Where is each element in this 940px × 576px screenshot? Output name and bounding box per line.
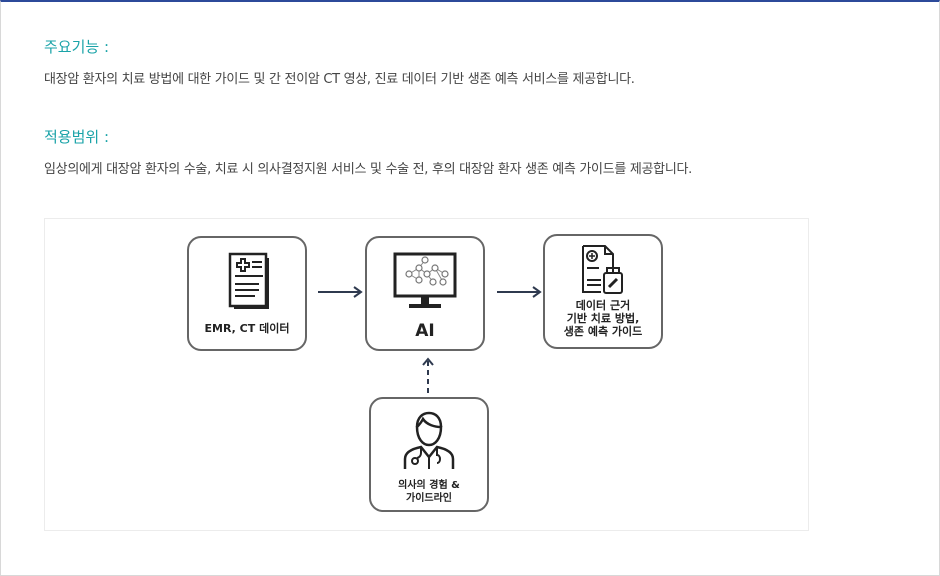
section-text-scope: 임상의에게 대장암 환자의 수술, 치료 시 의사결정지원 서비스 및 수술 전…: [44, 162, 692, 177]
ai-box: AI: [365, 236, 485, 351]
doctor-icon: [403, 411, 455, 469]
dashed-arrow-up-icon: [422, 357, 434, 393]
prescription-medicine-icon: [582, 245, 623, 294]
output-label: 데이터 근거 기반 치료 방법, 생존 예측 가이드: [545, 299, 661, 338]
doctor-label-line1: 의사의 경험 &: [398, 480, 460, 491]
section-title-scope: 적용범위 :: [44, 128, 110, 146]
monitor-network-icon: [393, 252, 457, 308]
doctor-label: 의사의 경험 & 가이드라인: [371, 479, 487, 505]
ai-label: AI: [415, 321, 435, 341]
arrow-right-icon: [318, 286, 363, 298]
section-title-features: 주요기능 :: [44, 38, 110, 56]
section-text-features: 대장암 환자의 치료 방법에 대한 가이드 및 간 전이암 CT 영상, 진료 …: [44, 72, 635, 87]
doctor-label-line2: 가이드라인: [406, 493, 452, 504]
output-box: 데이터 근거 기반 치료 방법, 생존 예측 가이드: [543, 234, 663, 349]
output-label-line3: 생존 예측 가이드: [563, 325, 643, 338]
output-label-line2: 기반 치료 방법,: [566, 312, 640, 325]
input-box: EMR, CT 데이터: [187, 236, 307, 351]
input-label: EMR, CT 데이터: [204, 322, 290, 335]
doctor-box: 의사의 경험 & 가이드라인: [369, 397, 489, 512]
arrow-right-icon: [497, 286, 542, 298]
output-label-line1: 데이터 근거: [575, 299, 631, 312]
workflow-diagram: EMR, CT 데이터 AI 데이터 근거 기반 치료 방법, 생존 예측 가이…: [44, 218, 809, 531]
medical-record-icon: [228, 252, 269, 309]
